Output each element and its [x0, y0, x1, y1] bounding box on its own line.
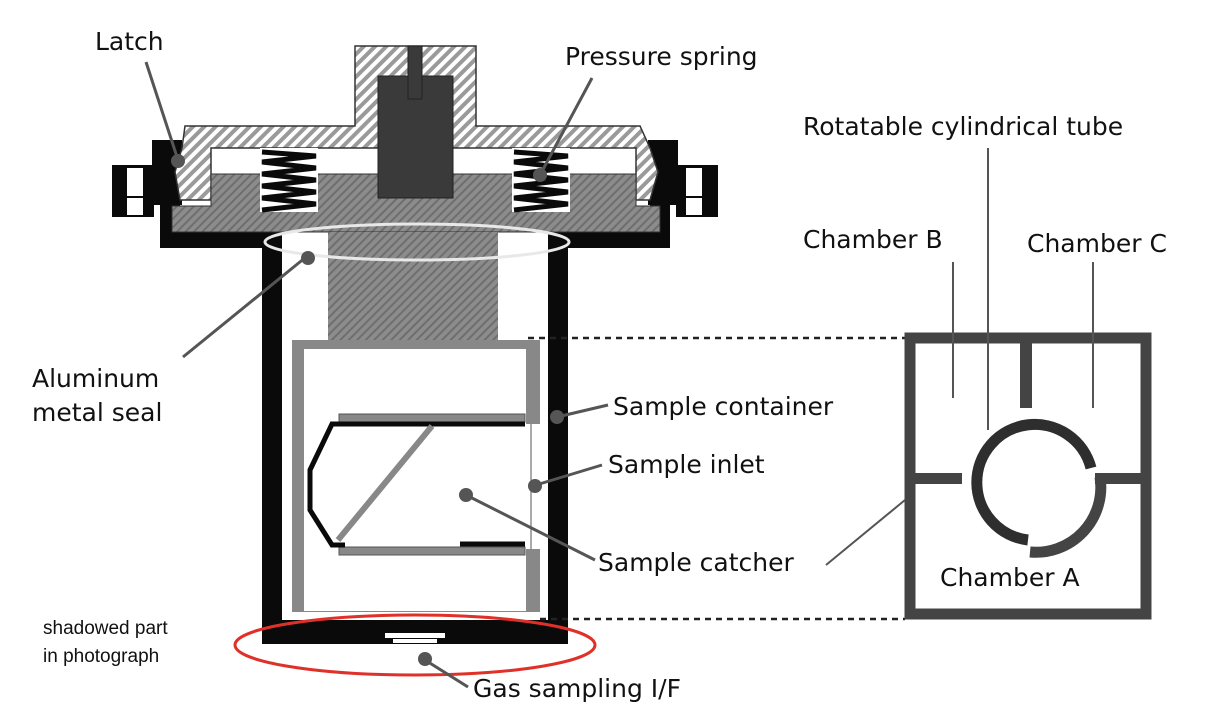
- label-rotatable-tube: Rotatable cylindrical tube: [803, 112, 1123, 141]
- rotatable-tube-arc: [971, 418, 1097, 546]
- label-latch: Latch: [95, 27, 164, 56]
- center-piston: [377, 45, 454, 199]
- label-chamber-b: Chamber B: [803, 225, 943, 254]
- label-shadowed-2: in photograph: [43, 646, 159, 667]
- leader-lines: [144, 61, 1094, 689]
- chamber-cross-section: [904, 332, 1152, 620]
- sample-catcher: [307, 413, 526, 556]
- label-shadowed-1: shadowed part: [43, 618, 168, 639]
- label-chamber-a: Chamber A: [940, 563, 1080, 592]
- label-chamber-c: Chamber C: [1027, 229, 1167, 258]
- label-aluminum-seal-2: metal seal: [32, 398, 162, 427]
- label-sample-catcher: Sample catcher: [598, 548, 795, 577]
- label-sample-inlet: Sample inlet: [608, 450, 765, 479]
- label-aluminum-seal-1: Aluminum: [32, 364, 159, 393]
- sample-container: [292, 340, 540, 612]
- vessel-body: [112, 140, 718, 644]
- label-sample-container: Sample container: [613, 392, 834, 421]
- shadowed-part-highlight: [233, 613, 597, 677]
- aluminum-seal-ring: [263, 222, 571, 262]
- spring-left: [260, 148, 318, 213]
- label-gas-sampling: Gas sampling I/F: [473, 674, 681, 703]
- pressure-plate: [171, 173, 661, 340]
- rotatable-tube-arc-lower: [1029, 476, 1107, 558]
- label-pressure-spring: Pressure spring: [565, 42, 758, 71]
